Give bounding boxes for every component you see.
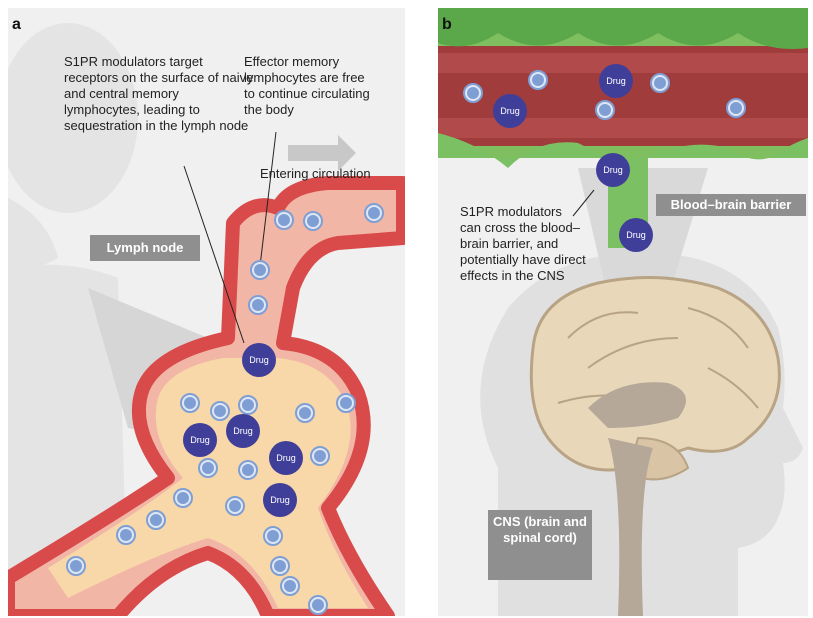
panel-letter-b: b bbox=[442, 16, 452, 34]
lymphocyte-nucleus bbox=[229, 500, 241, 512]
lymphocyte-nucleus bbox=[532, 74, 544, 86]
text-cross-bbb: S1PR modulators can cross the blood–brai… bbox=[460, 204, 586, 284]
lymphocyte-nucleus bbox=[242, 399, 254, 411]
lymphocyte-nucleus bbox=[299, 407, 311, 419]
lymphocyte-nucleus bbox=[70, 560, 82, 572]
lymphocyte-nucleus bbox=[120, 529, 132, 541]
lymphocyte-nucleus bbox=[730, 102, 742, 114]
label-blood-brain-barrier: Blood–brain barrier bbox=[656, 194, 806, 216]
panel-letter-a: a bbox=[12, 16, 21, 34]
drug-label: Drug bbox=[190, 435, 210, 445]
drug-label: Drug bbox=[500, 106, 520, 116]
lymphocyte-nucleus bbox=[254, 264, 266, 276]
lymphocyte-nucleus bbox=[274, 560, 286, 572]
label-cns: CNS (brain and spinal cord) bbox=[488, 510, 592, 580]
lymphocyte-nucleus bbox=[340, 397, 352, 409]
lymphocyte-nucleus bbox=[150, 514, 162, 526]
drug-label: Drug bbox=[606, 76, 626, 86]
label-lymph-node: Lymph node bbox=[90, 235, 200, 261]
lymphocyte-nucleus bbox=[599, 104, 611, 116]
drug-label: Drug bbox=[270, 495, 290, 505]
lymphocyte-nucleus bbox=[307, 215, 319, 227]
text-entering-circulation: Entering circulation bbox=[260, 166, 400, 182]
lymphocyte-nucleus bbox=[202, 462, 214, 474]
lymphocyte-nucleus bbox=[368, 207, 380, 219]
lymphocyte-nucleus bbox=[184, 397, 196, 409]
lymphocyte-nucleus bbox=[242, 464, 254, 476]
lymphocyte-nucleus bbox=[278, 214, 290, 226]
lymphocyte-nucleus bbox=[312, 599, 324, 611]
lymphocyte-nucleus bbox=[467, 87, 479, 99]
lymphocyte-nucleus bbox=[177, 492, 189, 504]
lymphocyte-nucleus bbox=[267, 530, 279, 542]
text-sequestration: S1PR modulators target receptors on the … bbox=[64, 54, 254, 134]
lymphocyte-nucleus bbox=[284, 580, 296, 592]
lymphocyte-nucleus bbox=[654, 77, 666, 89]
lymphocyte-nucleus bbox=[252, 299, 264, 311]
drug-label: Drug bbox=[276, 453, 296, 463]
drug-label: Drug bbox=[626, 230, 646, 240]
text-effector: Effector memory lymphocytes are free to … bbox=[244, 54, 374, 118]
lymphocyte-nucleus bbox=[214, 405, 226, 417]
drug-label: Drug bbox=[603, 165, 623, 175]
drug-label: Drug bbox=[233, 426, 253, 436]
drug-label: Drug bbox=[249, 355, 269, 365]
lymphocyte-nucleus bbox=[314, 450, 326, 462]
